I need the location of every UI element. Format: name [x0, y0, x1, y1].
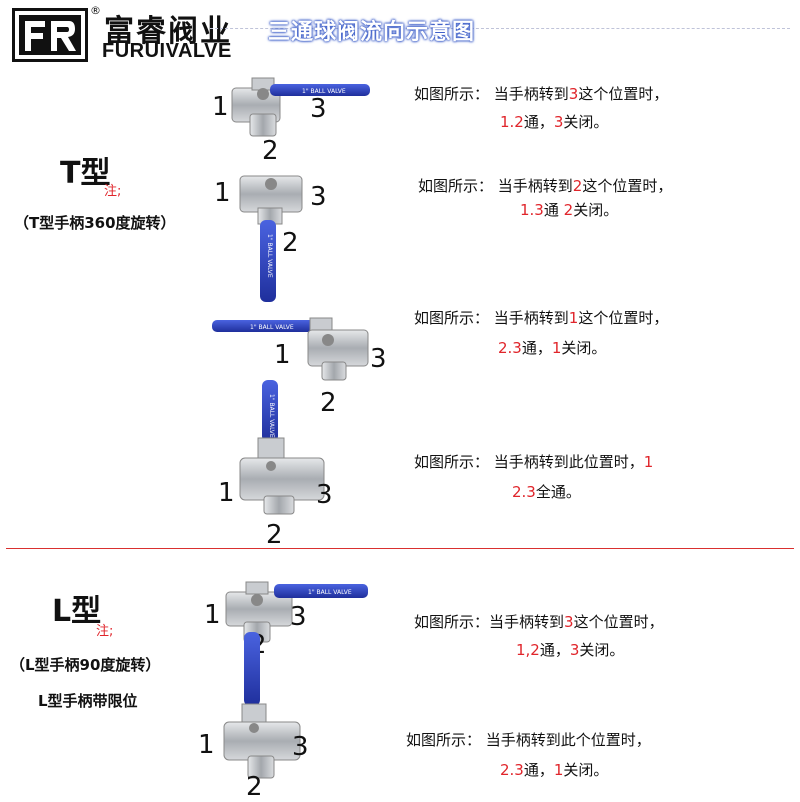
caption-l-pos1-result: 2.3通，1关闭。 [500, 761, 609, 779]
l-type-note: 注; [96, 624, 114, 639]
svg-text:1" BALL VALVE: 1" BALL VALVE [268, 394, 275, 438]
caption-t-pos1-result: 2.3通，1关闭。 [498, 339, 607, 357]
port-1-label: 1 [212, 92, 229, 122]
port-1-label: 1 [274, 340, 291, 370]
t-type-description: （T型手柄360度旋转） [14, 214, 176, 232]
valve-image-t-pos3: 1" BALL VALVE [222, 70, 372, 140]
header-divider [210, 28, 790, 29]
port-3-label: 3 [370, 344, 387, 374]
port-2-label: 2 [262, 136, 279, 166]
l-type-description: （L型手柄90度旋转） [10, 656, 161, 674]
port-3-label: 3 [310, 94, 327, 124]
port-3-label: 3 [310, 182, 327, 212]
port-3-label: 3 [316, 480, 333, 510]
valve-image-t-pos2: 1" BALL VALVE [236, 168, 306, 308]
caption-t-pos3-result: 1.2通，3关闭。 [500, 113, 609, 131]
section-divider [6, 548, 794, 549]
svg-text:1" BALL VALVE: 1" BALL VALVE [266, 234, 273, 278]
page-title: 三通球阀流向示意图 [268, 20, 476, 45]
caption-l-pos1: 如图所示： 当手柄转到此个位置时， [406, 731, 651, 749]
caption-t-pos2: 如图所示： 当手柄转到2这个位置时， [418, 177, 673, 195]
valve-image-t-all-open: 1" BALL VALVE [238, 378, 328, 518]
port-3-label: 3 [292, 732, 309, 762]
caption-l-pos3-result: 1,2通，3关闭。 [516, 641, 625, 659]
svg-text:1" BALL VALVE: 1" BALL VALVE [250, 324, 294, 331]
l-type-limit-note: L型手柄带限位 [38, 692, 138, 710]
caption-t-all-open-result: 2.3全通。 [512, 483, 581, 501]
registered-mark: ® [90, 4, 101, 17]
caption-l-pos3: 如图所示：当手柄转到3这个位置时， [414, 613, 664, 631]
t-type-title: T型 [60, 156, 111, 191]
brand-name-chinese: 富睿阀业 [104, 14, 232, 49]
valve-image-l-pos1 [220, 628, 310, 798]
port-2-label: 2 [266, 520, 283, 550]
port-2-label: 2 [246, 772, 263, 802]
brand-name-english: FURUIVALVE [102, 40, 232, 62]
t-type-note: 注; [104, 184, 122, 199]
port-1-label: 1 [198, 730, 215, 760]
port-2-label: 2 [282, 228, 299, 258]
caption-t-pos3: 如图所示： 当手柄转到3这个位置时， [414, 85, 669, 103]
brand-logo [12, 8, 88, 62]
port-3-label: 3 [290, 602, 307, 632]
port-1-label: 1 [204, 600, 221, 630]
valve-image-t-pos1: 1" BALL VALVE [210, 314, 380, 384]
caption-t-all-open: 如图所示： 当手柄转到此位置时，1 [414, 453, 654, 471]
caption-t-pos2-result: 1.3通 2关闭。 [520, 201, 619, 219]
handle-label: 1" BALL VALVE [302, 88, 346, 95]
l-type-title: L型 [52, 594, 102, 629]
svg-text:1" BALL VALVE: 1" BALL VALVE [308, 589, 352, 596]
port-1-label: 1 [218, 478, 235, 508]
port-2-label: 2 [320, 388, 337, 418]
valve-image-l-pos3: 1" BALL VALVE [222, 574, 372, 646]
caption-t-pos1: 如图所示： 当手柄转到1这个位置时， [414, 309, 669, 327]
port-1-label: 1 [214, 178, 231, 208]
